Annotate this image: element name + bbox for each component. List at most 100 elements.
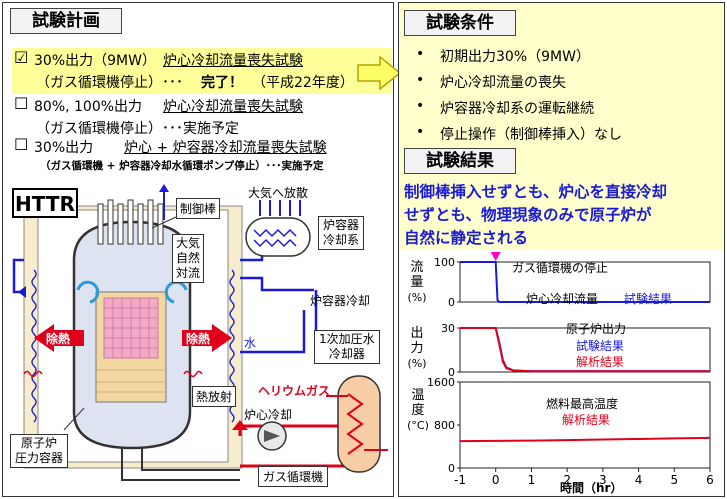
label-heat-removal-left: 除熱 xyxy=(46,332,71,346)
condition-bullet-2: • xyxy=(416,72,425,88)
label-rv-cooling-water: 炉容器冷却 xyxy=(310,294,371,308)
x-tick-label: 0 xyxy=(492,473,500,487)
chart1-ylabel-1: 流 xyxy=(410,260,424,275)
label-primary-cooler-line2: 冷却器 xyxy=(328,347,365,361)
label-thermal-radiation: 熱放射 xyxy=(192,386,237,407)
label-natural-convection-line1: 大気 xyxy=(176,236,201,250)
chart2-ytick-label: 0 xyxy=(448,366,455,379)
label-rv-cooling-line2: 冷却系 xyxy=(323,233,360,247)
x-tick-label: 4 xyxy=(635,473,643,487)
plan-item-1-status: 完了！ xyxy=(201,75,243,91)
event-marker-icon xyxy=(490,252,501,261)
label-natural-convection-line2: 自然 xyxy=(176,251,201,265)
chart2-series-2 xyxy=(460,327,710,373)
plan-item-2-checkbox: ☐ xyxy=(14,94,29,113)
condition-item-1: 初期出力30%（9MW） xyxy=(440,49,590,65)
chart1-ytick-label: 0 xyxy=(448,296,455,309)
condition-item-3: 炉容器冷却系の運転継続 xyxy=(440,101,594,117)
x-tick-label: 6 xyxy=(706,473,714,487)
chart3-frame xyxy=(459,381,711,469)
chart1-ylabel-3: (%) xyxy=(407,291,427,304)
label-rv-cooling-system: 炉容器 冷却系 xyxy=(318,216,365,250)
httr-diagram xyxy=(12,184,388,481)
plan-title: 試験計画 xyxy=(10,8,122,34)
label-primary-cooler-line1: 1次加圧水 xyxy=(319,332,375,346)
chart1-ylabel-2: 量 xyxy=(410,275,424,290)
plan-item-1-test: 炉心冷却流量喪失試験 xyxy=(163,53,303,69)
plan-item-1-year: （平成22年度） xyxy=(252,75,354,91)
chart3-ytick-label: 1600 xyxy=(427,376,455,389)
condition-item-4: 停止操作（制御棒挿入）なし xyxy=(440,127,622,143)
event-label: ガス循環機の停止 xyxy=(512,261,609,275)
chart3-ylabel-1: 温 xyxy=(411,388,425,403)
chart3-title: 燃料最高温度 xyxy=(546,397,619,411)
chart2-ylabel-2: 力 xyxy=(410,341,424,356)
chart3-ytick-label: 800 xyxy=(434,419,455,432)
chart1-legend-1: 試験結果 xyxy=(624,292,673,306)
label-gas-circulator: ガス循環機 xyxy=(258,466,329,487)
chart1-title: 炉心冷却流量 xyxy=(526,292,599,306)
plan-item-2-detail: （ガス循環機停止）･･･実施予定 xyxy=(36,121,239,137)
label-water: 水 xyxy=(244,336,257,350)
chart1-series-1 xyxy=(460,261,710,303)
chart-xlabel: 時間（hr） xyxy=(560,481,623,495)
chart2-title: 原子炉出力 xyxy=(566,322,627,336)
condition-bullet-3: • xyxy=(416,98,425,114)
chart2-ylabel: 出 力 (%) xyxy=(406,326,428,371)
label-control-rod: 制御棒 xyxy=(176,198,221,219)
httr-title: HTTR xyxy=(12,188,78,218)
conditions-title: 試験条件 xyxy=(404,10,516,36)
label-atmosphere-release: 大気へ放散 xyxy=(248,186,309,200)
chart3-series-1 xyxy=(459,436,711,443)
heat-removal-right-arrow xyxy=(182,324,232,352)
chart2-legend-2: 解析結果 xyxy=(576,355,625,369)
label-heat-removal-right: 除熱 xyxy=(186,332,211,346)
plan-item-2-power: 80%, 100%出力 xyxy=(34,99,143,115)
chart3-legend-1: 解析結果 xyxy=(562,413,611,427)
condition-bullet-4: • xyxy=(416,124,425,140)
plan-item-3-test: 炉心 + 炉容器冷却流量喪失試験 xyxy=(124,140,327,156)
chart1-frame xyxy=(459,261,711,303)
condition-item-2: 炉心冷却流量の喪失 xyxy=(440,75,566,91)
plan-item-1-checkbox: ☑ xyxy=(14,48,29,67)
label-pressure-vessel: 原子炉 圧力容器 xyxy=(10,434,69,468)
primary-cooler xyxy=(337,375,381,473)
plan-item-1-detail: （ガス循環機停止）･･･ xyxy=(36,75,183,91)
results-title: 試験結果 xyxy=(404,148,516,174)
label-helium-gas: ヘリウムガス xyxy=(258,384,331,398)
label-core-cooling: 炉心冷却 xyxy=(244,408,293,422)
arrow-right-icon xyxy=(357,56,402,90)
label-pressure-vessel-line1: 原子炉 xyxy=(21,436,58,450)
chart3-ylabel-3: (°C) xyxy=(407,419,429,432)
chart2-ylabel-3: (%) xyxy=(407,357,427,370)
label-rv-cooling-line1: 炉容器 xyxy=(323,218,360,232)
plan-item-1-power: 30%出力（9MW） xyxy=(34,53,156,69)
air-cooler xyxy=(245,217,311,257)
results-statement-line2: せずとも、物理現象のみで原子炉が xyxy=(404,206,652,224)
label-primary-cooler: 1次加圧水 冷却器 xyxy=(314,330,380,364)
results-statement-line3: 自然に静定される xyxy=(404,229,529,247)
x-tick-label: 3 xyxy=(599,473,607,487)
chart1-ytick-label: 100 xyxy=(434,256,455,269)
heat-removal-left-arrow xyxy=(34,324,84,352)
x-tick-label: 2 xyxy=(563,473,571,487)
chart2-ytick-label: 30 xyxy=(441,322,455,335)
plan-item-3-checkbox: ☐ xyxy=(14,135,29,154)
chart3-ylabel: 温 度 (°C) xyxy=(404,388,432,433)
label-pressure-vessel-line2: 圧力容器 xyxy=(15,451,64,465)
left-panel xyxy=(2,2,394,497)
results-statement-line1: 制御棒挿入せずとも、炉心を直接冷却 xyxy=(404,183,668,201)
chart3-ytick-label: 0 xyxy=(448,462,455,475)
x-tick-label: -1 xyxy=(454,473,466,487)
chart1-ylabel: 流 量 (%) xyxy=(406,260,428,305)
label-natural-convection-line3: 対流 xyxy=(176,266,201,280)
x-tick-label: 1 xyxy=(528,473,536,487)
plan-item-3-detail: （ガス循環機 + 炉容器冷却水循環ポンプ停止）･･･実施予定 xyxy=(40,160,324,172)
chart3-ylabel-2: 度 xyxy=(411,403,425,418)
plan-item-1-highlight xyxy=(12,48,392,94)
x-tick-label: 5 xyxy=(670,473,678,487)
condition-bullet-1: • xyxy=(416,46,425,62)
label-natural-convection: 大気 自然 対流 xyxy=(172,234,205,283)
chart2-ylabel-1: 出 xyxy=(410,326,424,341)
